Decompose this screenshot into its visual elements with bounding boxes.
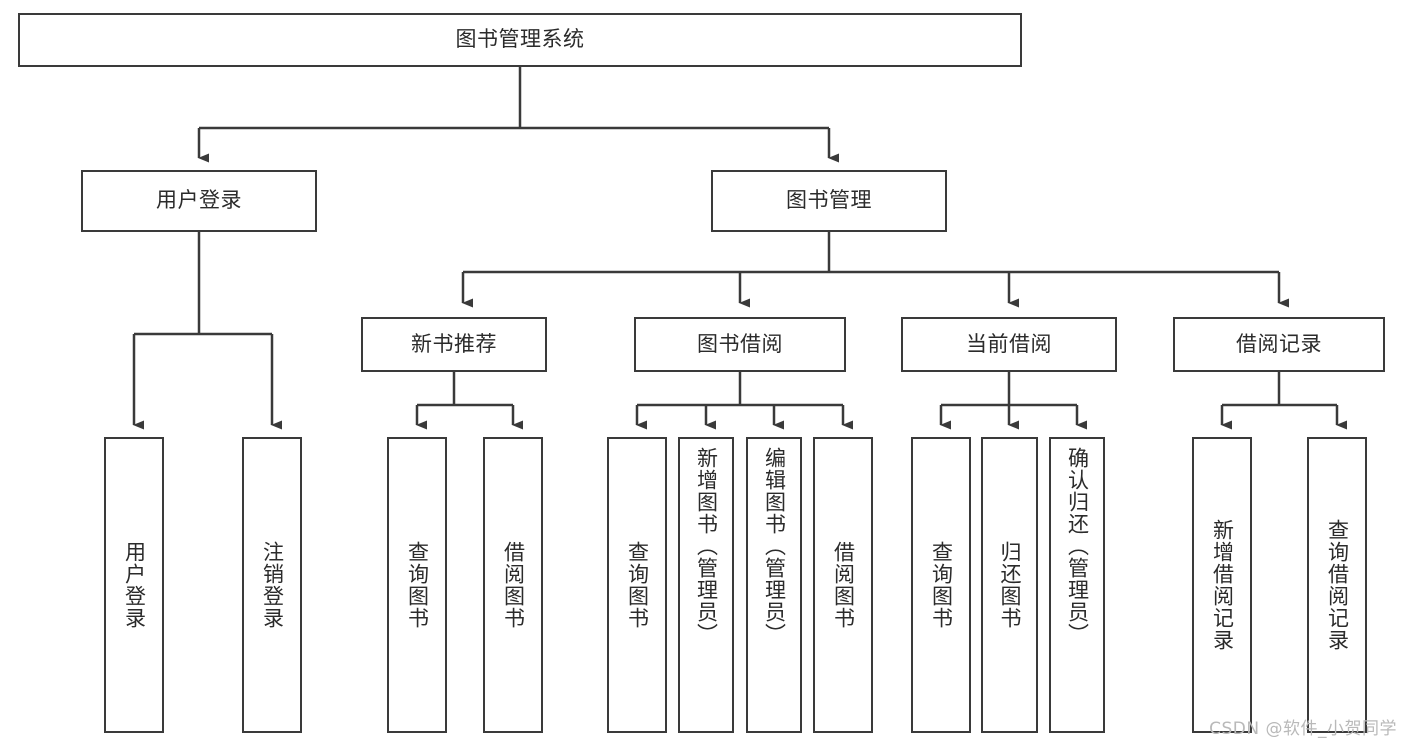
node-leaf-return-book[interactable]: 归还图书 <box>981 437 1038 733</box>
node-borrow-record[interactable]: 借阅记录 <box>1173 317 1385 372</box>
node-leaf-query-book-3-label: 查询图书 <box>929 541 954 629</box>
node-leaf-user-logout-label: 注销登录 <box>260 541 285 629</box>
node-leaf-borrow-book-1[interactable]: 借阅图书 <box>483 437 543 733</box>
node-book-borrow-label: 图书借阅 <box>697 331 783 356</box>
node-current-borrow[interactable]: 当前借阅 <box>901 317 1117 372</box>
node-root[interactable]: 图书管理系统 <box>18 13 1022 67</box>
node-leaf-query-record-label: 查询借阅记录 <box>1325 519 1350 651</box>
node-leaf-add-record[interactable]: 新增借阅记录 <box>1192 437 1252 733</box>
node-leaf-borrow-book-2-label: 借阅图书 <box>831 541 856 629</box>
node-leaf-add-book[interactable]: 新增图书（管理员） <box>678 437 734 733</box>
node-new-book-rec-label: 新书推荐 <box>411 331 497 356</box>
node-new-book-rec[interactable]: 新书推荐 <box>361 317 547 372</box>
node-leaf-edit-book-label: 编辑图书（管理员） <box>762 447 787 645</box>
node-leaf-confirm-return[interactable]: 确认归还（管理员） <box>1049 437 1105 733</box>
node-leaf-add-record-label: 新增借阅记录 <box>1210 519 1235 651</box>
node-leaf-query-book-2[interactable]: 查询图书 <box>607 437 667 733</box>
watermark-text: CSDN @软件_小贺同学 <box>1209 719 1397 739</box>
node-leaf-user-login[interactable]: 用户登录 <box>104 437 164 733</box>
node-root-label: 图书管理系统 <box>455 27 585 52</box>
node-leaf-borrow-book-2[interactable]: 借阅图书 <box>813 437 873 733</box>
node-book-manage-label: 图书管理 <box>786 188 872 213</box>
node-leaf-borrow-book-1-label: 借阅图书 <box>501 541 526 629</box>
node-leaf-user-logout[interactable]: 注销登录 <box>242 437 302 733</box>
node-book-manage[interactable]: 图书管理 <box>711 170 947 232</box>
node-current-borrow-label: 当前借阅 <box>966 331 1052 356</box>
node-leaf-edit-book[interactable]: 编辑图书（管理员） <box>746 437 802 733</box>
node-leaf-query-record[interactable]: 查询借阅记录 <box>1307 437 1367 733</box>
node-leaf-user-login-label: 用户登录 <box>122 541 147 629</box>
node-user-login[interactable]: 用户登录 <box>81 170 317 232</box>
node-leaf-query-book-1-label: 查询图书 <box>405 541 430 629</box>
node-leaf-query-book-2-label: 查询图书 <box>625 541 650 629</box>
node-borrow-record-label: 借阅记录 <box>1236 331 1322 356</box>
node-leaf-return-book-label: 归还图书 <box>997 541 1022 629</box>
node-leaf-confirm-return-label: 确认归还（管理员） <box>1065 447 1090 645</box>
node-leaf-query-book-3[interactable]: 查询图书 <box>911 437 971 733</box>
node-leaf-add-book-label: 新增图书（管理员） <box>694 447 719 645</box>
node-leaf-query-book-1[interactable]: 查询图书 <box>387 437 447 733</box>
node-user-login-label: 用户登录 <box>156 188 242 213</box>
node-book-borrow[interactable]: 图书借阅 <box>634 317 846 372</box>
